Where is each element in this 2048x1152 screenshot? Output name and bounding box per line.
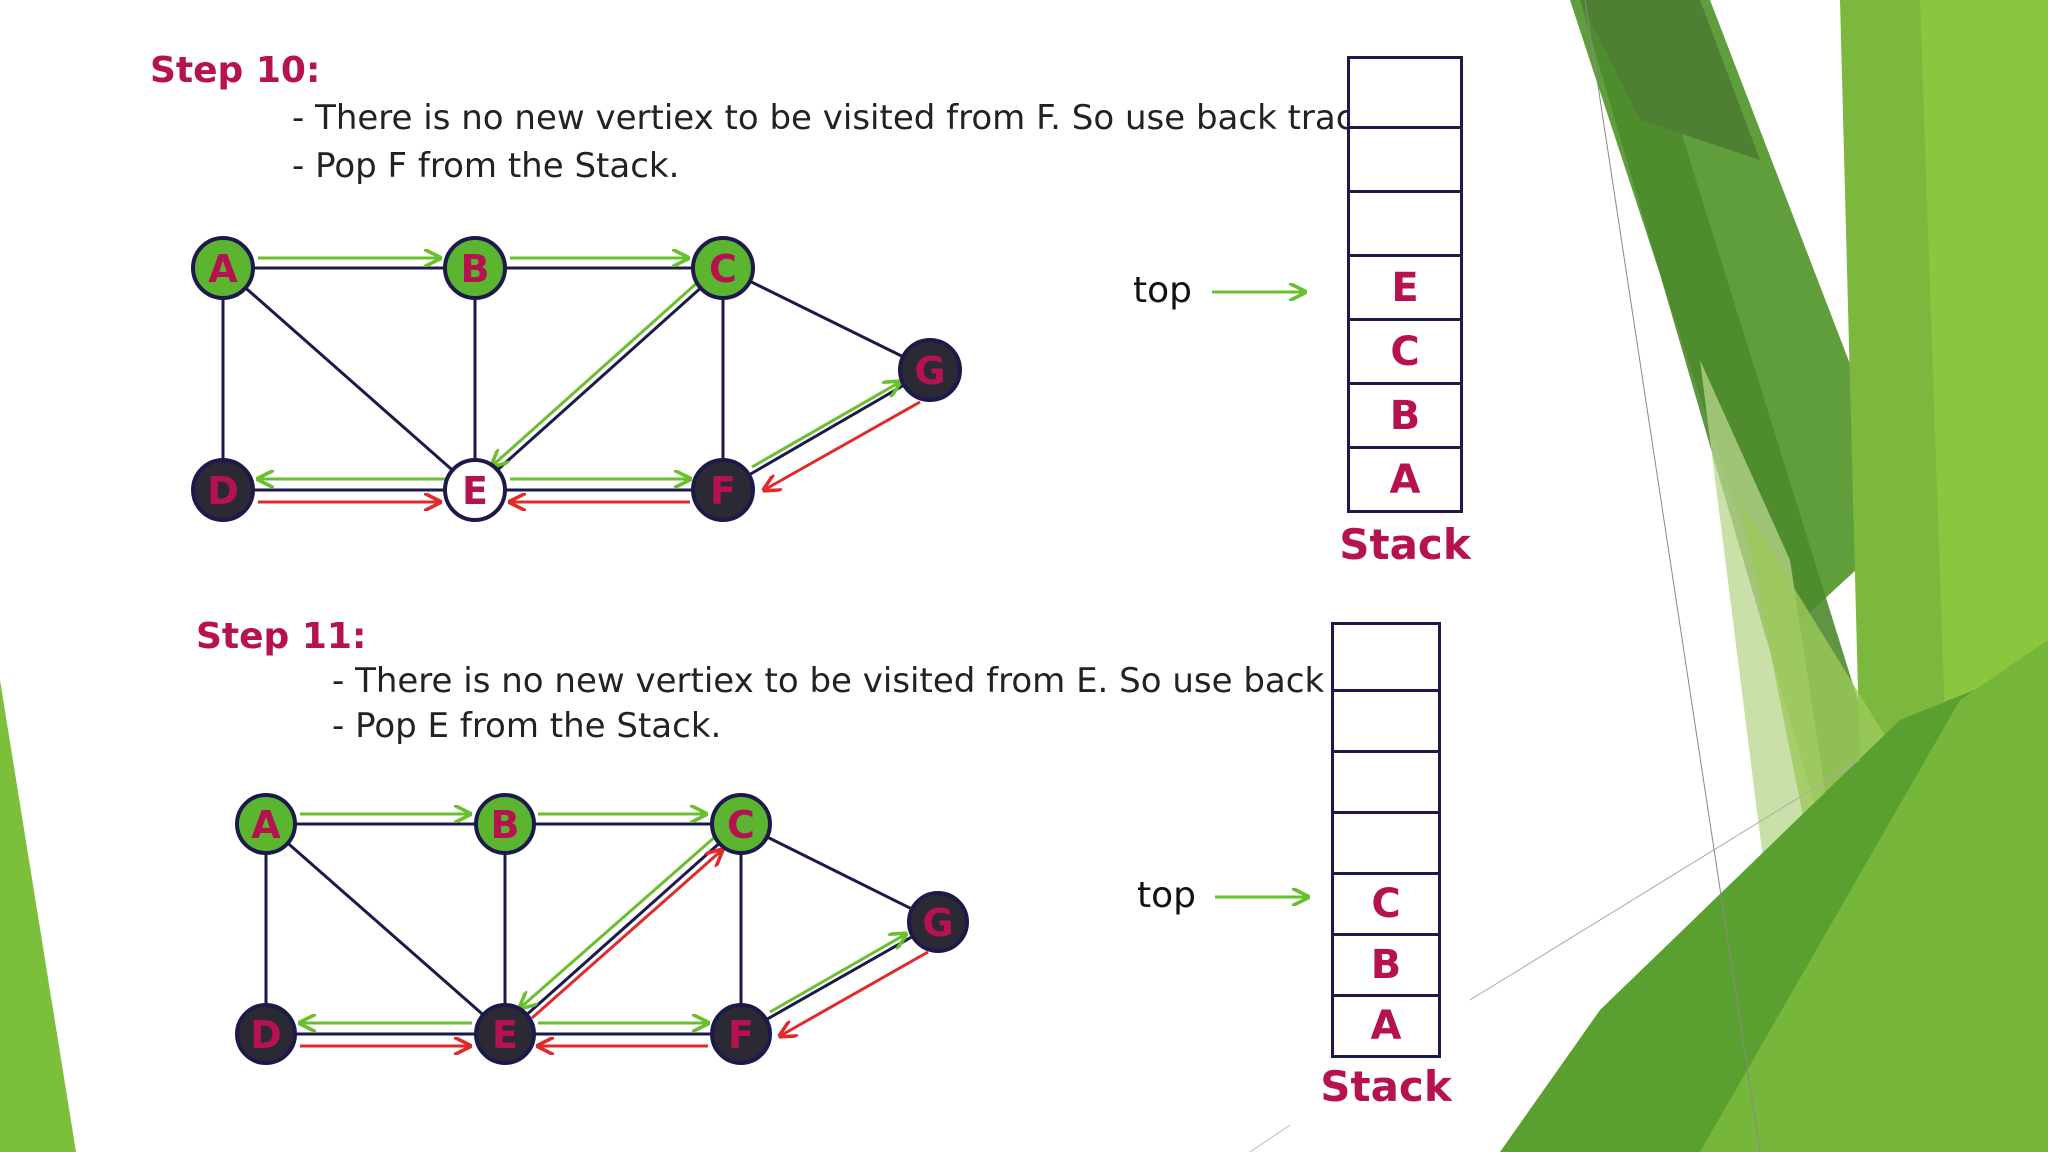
edge-a-e — [222, 266, 476, 492]
step11-stack: C B A — [1331, 622, 1441, 1058]
step10-stack-cell: E — [1347, 257, 1463, 321]
step11-node-c: C — [710, 793, 772, 855]
step10-line2: - Pop F from the Stack. — [292, 146, 680, 186]
step10-node-g: G — [898, 338, 962, 402]
step11-stack-cell — [1331, 753, 1441, 814]
step10-node-d-label: D — [207, 469, 239, 513]
step10-stack-cell: A — [1347, 449, 1463, 513]
step11-stack-label: Stack — [1320, 1062, 1452, 1111]
step11-stack-cell — [1331, 622, 1441, 692]
step11-node-a: A — [235, 793, 297, 855]
arrow-f-g — [769, 934, 906, 1014]
step10-stack-cell — [1347, 129, 1463, 193]
step10-title: Step 10: — [150, 50, 321, 91]
arrow-c-e — [492, 280, 699, 466]
step11-node-f-label: F — [728, 1013, 754, 1057]
step10-line1: - There is no new vertiex to be visited … — [292, 98, 1385, 138]
step10-arrows — [258, 258, 921, 502]
step11-stack-cell — [1331, 814, 1441, 875]
edge-a-e — [265, 822, 506, 1036]
step11-node-b-label: B — [491, 803, 520, 847]
step11-stack-cell — [1331, 692, 1441, 753]
arrow-e-c — [531, 850, 722, 1020]
step10-node-a: A — [191, 236, 255, 300]
arrow-f-g — [751, 382, 900, 469]
step11-line1: - There is no new vertiex to be visited … — [332, 661, 1433, 701]
step10-stack-cell: C — [1347, 321, 1463, 385]
step11-line2: - Pop E from the Stack. — [332, 706, 722, 746]
step10-node-g-label: G — [914, 349, 945, 393]
edge-c-e — [473, 266, 725, 492]
edge-c-e — [504, 822, 742, 1036]
step11-node-a-label: A — [251, 803, 281, 847]
step11-title: Step 11: — [196, 616, 367, 657]
edge-c-g — [722, 266, 931, 372]
step10-node-c-label: C — [709, 247, 737, 291]
step11-edges — [264, 822, 939, 1036]
arrow-g-f — [764, 400, 921, 490]
step11-node-c-label: C — [727, 803, 755, 847]
step11-top-label: top — [1137, 875, 1196, 916]
step11-node-g: G — [907, 891, 969, 953]
step10-node-a-label: A — [208, 247, 238, 291]
step10-node-b-label: B — [461, 247, 490, 291]
step11-node-d: D — [235, 1003, 297, 1065]
step10-stack-label: Stack — [1339, 520, 1471, 569]
step11-node-e: E — [474, 1003, 536, 1065]
step10-stack-cell — [1347, 193, 1463, 257]
edge-c-g — [740, 822, 939, 924]
step11-node-b: B — [474, 793, 536, 855]
step11-arrows — [300, 814, 929, 1046]
step11-node-g-label: G — [922, 901, 953, 945]
step11-stack-cell: B — [1331, 936, 1441, 997]
arrow-c-e — [520, 834, 717, 1008]
arrow-g-f — [780, 950, 929, 1036]
step10-top-label: top — [1133, 270, 1192, 311]
step11-node-f: F — [710, 1003, 772, 1065]
step10-node-f: F — [691, 458, 755, 522]
step10-stack-cell — [1347, 56, 1463, 129]
step11-node-e-label: E — [492, 1013, 518, 1057]
step10-node-b: B — [443, 236, 507, 300]
step10-node-f-label: F — [710, 469, 736, 513]
step11-node-d-label: D — [250, 1013, 282, 1057]
step10-node-d: D — [191, 458, 255, 522]
step10-edges — [221, 266, 931, 492]
edge-f-g — [740, 920, 939, 1036]
step11-stack-cell: C — [1331, 875, 1441, 936]
step10-stack-cell: B — [1347, 385, 1463, 449]
step10-node-c: C — [691, 236, 755, 300]
step10-node-e-label: E — [462, 469, 488, 513]
step10-node-e: E — [443, 458, 507, 522]
step10-stack: E C B A — [1347, 56, 1463, 513]
step11-stack-cell: A — [1331, 997, 1441, 1058]
